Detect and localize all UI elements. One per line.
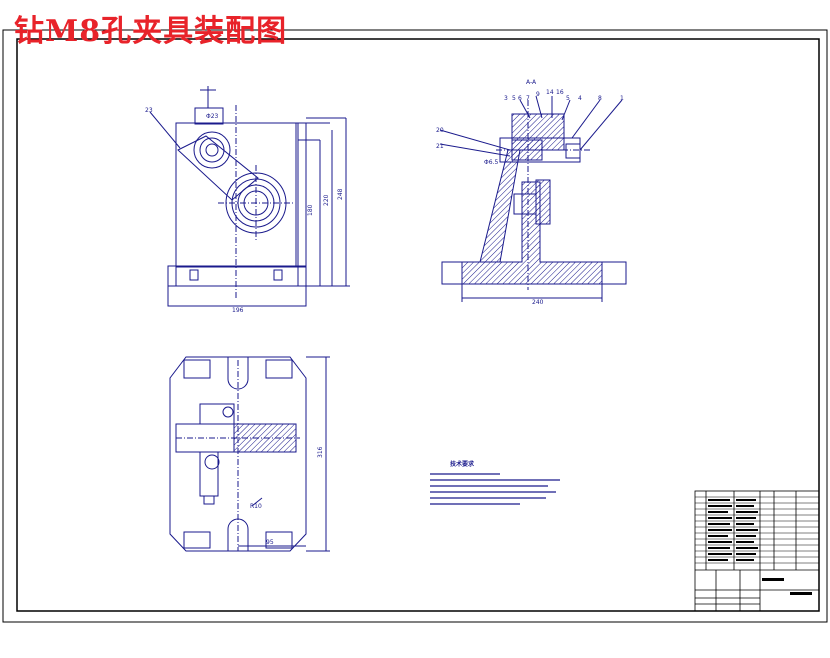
dim-front-width: 196 [232, 307, 244, 314]
inner-border [16, 38, 820, 612]
balloon-side-3: 3 [504, 95, 508, 102]
balloon-side-6: 6 [518, 95, 522, 102]
technical-requirements: 技术要求 [430, 460, 560, 505]
balloon-side-8: 8 [598, 95, 602, 102]
balloon-side-7: 7 [526, 95, 530, 102]
dim-r-label: R10 [250, 503, 262, 510]
balloon-side-20: 20 [436, 127, 444, 134]
dim-hole-label: Φ6.5 [484, 159, 498, 166]
dim-front-height-mid: 220 [323, 194, 330, 206]
parts-list-text [708, 499, 812, 595]
balloon-side-5b: 5 [566, 95, 570, 102]
tech-req-title: 技术要求 [450, 460, 475, 468]
balloon-side-21: 21 [436, 143, 444, 150]
dim-side-width: 240 [532, 299, 544, 306]
side-section-view [439, 95, 627, 302]
balloon-front-23: 23 [145, 107, 153, 114]
plan-view [169, 356, 330, 552]
drawing-title: 钻M8孔夹具装配图 [14, 14, 288, 49]
front-view [149, 86, 350, 307]
dim-front-height-inner: 180 [307, 204, 314, 216]
dim-plan-offset: 95 [266, 539, 274, 546]
balloon-side-14: 14 [546, 89, 554, 96]
dim-phi-hole: Φ23 [206, 113, 219, 120]
parts-list-rows [695, 496, 819, 564]
dim-front-height-outer: 248 [337, 188, 344, 200]
balloon-side-1: 1 [620, 95, 624, 102]
outer-border [2, 29, 828, 623]
section-label: A-A [526, 79, 537, 86]
dim-plan-height: 316 [317, 446, 324, 458]
balloon-side-5a: 5 [512, 95, 516, 102]
balloon-side-9: 9 [536, 91, 540, 98]
balloon-side-16: 16 [556, 89, 564, 96]
balloon-side-4: 4 [578, 95, 582, 102]
